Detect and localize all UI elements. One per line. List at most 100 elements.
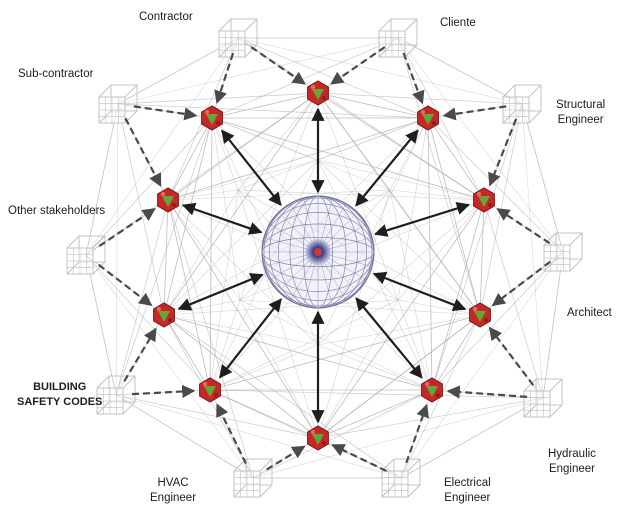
wireframe-cube-icon bbox=[96, 375, 136, 415]
dashed-arrow bbox=[488, 326, 535, 386]
network-line bbox=[209, 299, 241, 391]
dashed-arrow bbox=[98, 207, 156, 248]
label-building-safety-codes: BUILDING SAFETY CODES bbox=[17, 381, 103, 408]
bidirectional-arrow bbox=[355, 297, 423, 379]
label-electrical-engineer: Electrical Engineer bbox=[444, 477, 491, 504]
network-line bbox=[317, 397, 544, 439]
network-line bbox=[115, 394, 254, 479]
network-line bbox=[167, 199, 254, 479]
network-line bbox=[211, 117, 241, 301]
network-line bbox=[163, 314, 319, 346]
network-line bbox=[209, 117, 213, 391]
dashed-arrow bbox=[331, 443, 388, 473]
dashed-arrow bbox=[266, 445, 306, 471]
network-line bbox=[163, 314, 402, 479]
dashed-arrow bbox=[402, 52, 425, 105]
network-line bbox=[85, 117, 213, 256]
network-line bbox=[115, 103, 119, 396]
wireframe-sphere-icon bbox=[261, 195, 375, 309]
network-line bbox=[317, 314, 481, 346]
network-line bbox=[397, 37, 523, 105]
network-line bbox=[521, 103, 564, 253]
wireframe-cube-icon bbox=[218, 18, 258, 58]
network-line bbox=[252, 389, 433, 479]
red-node-icon bbox=[421, 377, 443, 403]
network-line bbox=[163, 189, 239, 316]
network-line bbox=[317, 92, 429, 119]
bidirectional-arrow bbox=[181, 202, 263, 235]
network-line bbox=[239, 299, 319, 439]
network-line bbox=[85, 254, 117, 396]
label-hydraulic-engineer: Hydraulic Engineer bbox=[548, 448, 596, 475]
red-node-icon bbox=[201, 105, 223, 131]
network-line bbox=[431, 251, 564, 391]
dashed-arrow bbox=[488, 118, 518, 187]
network-line bbox=[252, 397, 544, 479]
network-line bbox=[317, 389, 433, 439]
network-line bbox=[163, 314, 211, 391]
bidirectional-arrow bbox=[373, 202, 470, 237]
red-node-icon bbox=[469, 302, 491, 328]
red-node-icon bbox=[307, 80, 329, 106]
bidirectional-arrow bbox=[221, 129, 282, 206]
network-line bbox=[85, 254, 211, 391]
network-line bbox=[237, 37, 523, 105]
stakeholder-cubes bbox=[66, 18, 583, 498]
wireframe-cube-icon bbox=[523, 378, 563, 418]
red-node-icon bbox=[417, 105, 439, 131]
network-line bbox=[163, 314, 319, 439]
label-sub-contractor: Sub-contractor bbox=[18, 68, 94, 80]
dashed-arrow bbox=[214, 52, 235, 105]
network-line bbox=[115, 117, 213, 396]
red-node-icon bbox=[157, 187, 179, 213]
network-line bbox=[211, 117, 485, 201]
wireframe-cube-icon bbox=[543, 232, 583, 272]
network-line bbox=[209, 389, 402, 479]
wireframe-cube-icon bbox=[233, 458, 273, 498]
network-line bbox=[85, 37, 239, 256]
network-line bbox=[115, 389, 211, 396]
wireframe-cube-icon bbox=[381, 458, 421, 498]
bidirectional-arrows bbox=[177, 107, 470, 424]
network-line bbox=[389, 189, 485, 201]
central-hub bbox=[261, 195, 375, 309]
network-line bbox=[542, 251, 564, 399]
wireframe-cube-icon bbox=[378, 18, 418, 58]
label-hvac-engineer: HVAC Engineer bbox=[150, 477, 197, 504]
network-line bbox=[317, 344, 433, 391]
network-line bbox=[117, 103, 165, 316]
network-line bbox=[85, 103, 119, 256]
network-line bbox=[400, 397, 544, 479]
dashed-arrow bbox=[98, 263, 153, 307]
network-line bbox=[85, 254, 254, 479]
bidirectional-arrow bbox=[177, 273, 264, 311]
network-line bbox=[115, 394, 402, 479]
network-line bbox=[85, 92, 319, 256]
network-line bbox=[427, 117, 485, 201]
bidirectional-arrow bbox=[218, 298, 282, 379]
network-line bbox=[211, 92, 319, 119]
network-line bbox=[167, 117, 213, 201]
red-node-icon bbox=[473, 187, 495, 213]
network-line bbox=[167, 117, 429, 201]
red-node-icon bbox=[307, 425, 329, 451]
label-cliente: Cliente bbox=[440, 17, 476, 29]
network-line bbox=[397, 37, 481, 316]
network-line bbox=[397, 37, 485, 201]
dashed-arrow bbox=[491, 260, 551, 307]
label-other-stakeholders: Other stakeholders bbox=[8, 205, 106, 217]
network-line bbox=[211, 117, 239, 191]
bidirectional-arrow bbox=[372, 271, 467, 312]
red-node-icon bbox=[199, 377, 221, 403]
dashed-arrow bbox=[446, 385, 528, 399]
network-line bbox=[163, 314, 433, 391]
network-line bbox=[117, 37, 239, 105]
network-line bbox=[115, 394, 319, 439]
red-node-icon bbox=[153, 302, 175, 328]
network-line bbox=[479, 199, 485, 316]
network-line bbox=[431, 199, 485, 391]
label-architect: Architect bbox=[567, 307, 612, 319]
network-line bbox=[427, 117, 433, 391]
network-line bbox=[431, 103, 523, 391]
dashed-arrows bbox=[98, 46, 551, 473]
